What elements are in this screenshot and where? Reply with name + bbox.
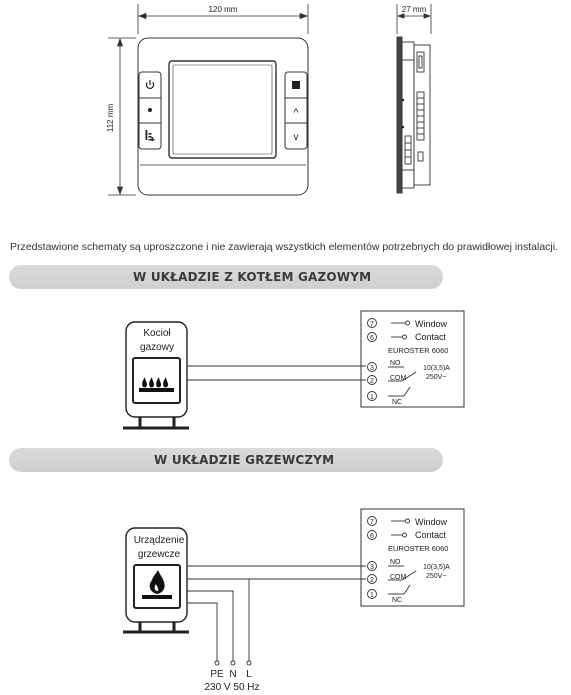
power-icon [145,80,155,90]
boiler-unit [125,321,188,418]
s2-relay-symbol [388,565,417,595]
section1-wiring [187,365,366,381]
s2-no-label: NO [390,559,401,566]
up-button[interactable]: ^ [285,98,307,123]
down-button[interactable]: v [285,123,307,149]
dot-button[interactable] [139,98,161,123]
device-label-line2: grzewcze [138,549,181,560]
s1-model-label: EUROSTER 6060 [388,346,448,355]
s2-contact-label: Contact [415,530,447,540]
section2-terminals [367,516,377,599]
section2-title: W UKŁADZIE GRZEWCZYM [154,453,335,467]
dot-icon [148,108,152,112]
s2-window-label: Window [415,517,448,527]
side-dot-top [401,98,405,102]
s1-window-label: Window [415,319,448,329]
supply-terminals [214,660,252,666]
s1-terminal-6: 6 [370,335,374,342]
depth-label: 27 mm [402,5,427,14]
device-label-line1: Urządzenie [134,535,185,546]
s2-terminal-1: 1 [370,592,374,599]
stop-button[interactable] [285,72,307,98]
s2-model-label: EUROSTER 6060 [388,544,448,553]
gas-burner-icon [139,377,174,392]
section2-banner: W UKŁADZIE GRZEWCZYM [9,448,443,472]
depth-dimension [396,4,432,34]
power-button[interactable] [139,72,161,98]
menu-button[interactable] [139,123,161,149]
s1-relay-symbol [388,366,417,397]
s2-com-label: COM [390,574,407,581]
s1-terminal-7: 7 [370,321,374,328]
section1-terminals [367,318,377,401]
s2-terminal-7: 7 [370,519,374,526]
s2-terminal-3: 3 [370,564,374,571]
l-label: L [246,669,252,680]
s2-rating-label: 10(3,5)A [423,564,450,571]
side-dot-bottom [401,125,405,129]
height-dimension [108,37,136,196]
pe-label: PE [210,669,224,680]
s1-no-label: NO [390,360,401,367]
section1-title: W UKŁADZIE Z KOTŁEM GAZOWYM [133,270,372,284]
down-label: v [294,132,299,143]
section2-controller-panel [360,508,465,607]
square-icon [292,81,300,89]
s1-com-label: COM [390,375,407,382]
s1-contact-label: Contact [415,332,447,342]
s2-voltage-label: 250V~ [426,573,446,580]
up-label: ^ [293,107,299,119]
boiler-stand [123,417,189,430]
s2-terminal-6: 6 [370,533,374,540]
right-button-column [284,71,308,150]
section1-banner: W UKŁADZIE Z KOTŁEM GAZOWYM [9,265,443,289]
width-label: 120 mm [209,5,238,14]
s1-terminal-2: 2 [370,378,374,385]
boiler-label-line2: gazowy [140,342,174,353]
s1-terminal-3: 3 [370,365,374,372]
device-stand [123,622,189,634]
n-label: N [229,669,236,680]
menu-icon [145,130,155,141]
section2-wiring [187,565,366,661]
s1-terminal-1: 1 [370,394,374,401]
boiler-label-line1: Kocioł [143,328,171,339]
s2-window-contact-symbol [391,518,410,538]
left-button-column [138,71,162,150]
s1-nc-label: NC [392,399,402,406]
height-label: 112 mm [106,104,115,133]
flame-icon [142,570,172,599]
s1-voltage-label: 250V~ [426,374,446,381]
section1-controller-panel [360,310,465,408]
thermostat-side-view [396,36,431,194]
s1-rating-label: 10(3,5)A [423,365,450,372]
heating-unit [125,527,188,623]
s2-nc-label: NC [392,597,402,604]
dimension-drawing: 120 mm 112 mm [106,4,432,196]
thermostat-front-view [137,37,309,196]
disclaimer-note: Przedstawione schematy są uproszczone i … [10,241,559,253]
width-dimension [137,4,309,34]
s2-terminal-2: 2 [370,577,374,584]
supply-label: 230 V 50 Hz [204,682,259,693]
s1-window-contact-symbol [391,320,410,340]
